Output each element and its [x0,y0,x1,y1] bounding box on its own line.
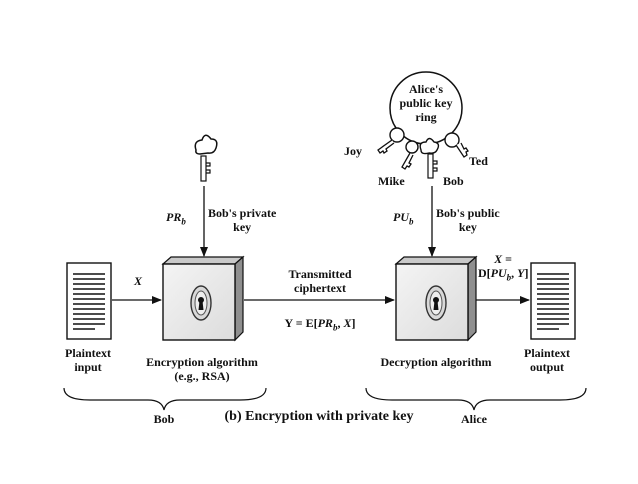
key-ring-owner-ted: Ted [469,154,488,168]
public-key-label: Bob's public key [436,206,500,234]
plaintext-input-document-icon [66,262,112,340]
encryption-algorithm-box [161,255,245,342]
key-ring-owner-bob: Bob [443,174,464,188]
decryption-algorithm-label: Decryption algorithm [380,355,492,369]
decryption-algorithm-box [394,255,478,342]
ted-key-icon [444,132,469,158]
ciphertext-label: Transmitted ciphertext [288,267,352,295]
plaintext-output-label: Plaintext output [524,346,570,374]
encryption-algorithm-label: Encryption algorithm (e.g., RSA) [146,355,258,383]
private-key-symbol: PRb [166,210,186,227]
joy-key-icon [377,127,405,154]
output-formula: X =D[PUb, Y] [478,252,529,283]
public-key-ring-icon [377,71,469,179]
private-key-label: Bob's private key [208,206,277,234]
plaintext-output-document-icon [530,262,576,340]
key-ring-owner-mike: Mike [378,174,405,188]
figure-caption: (b) Encryption with private key [224,409,414,424]
ciphertext-formula: Y = E[PRb, X] [284,316,356,333]
bob-brace [63,387,267,411]
key-ring-owner-joy: Joy [344,144,362,158]
bob-key-icon [419,137,440,179]
key-ring-label: Alice's public key ring [399,82,453,124]
lock-icon [190,285,212,321]
public-key-symbol: PUb [393,210,414,227]
bob-group-label: Bob [153,412,175,426]
lock-icon [425,285,447,321]
alice-brace [365,387,587,411]
input-symbol: X [134,274,143,288]
plaintext-input-label: Plaintext input [65,346,111,374]
alice-group-label: Alice [461,412,487,426]
private-key-icon [194,134,218,182]
mike-key-icon [401,140,419,170]
